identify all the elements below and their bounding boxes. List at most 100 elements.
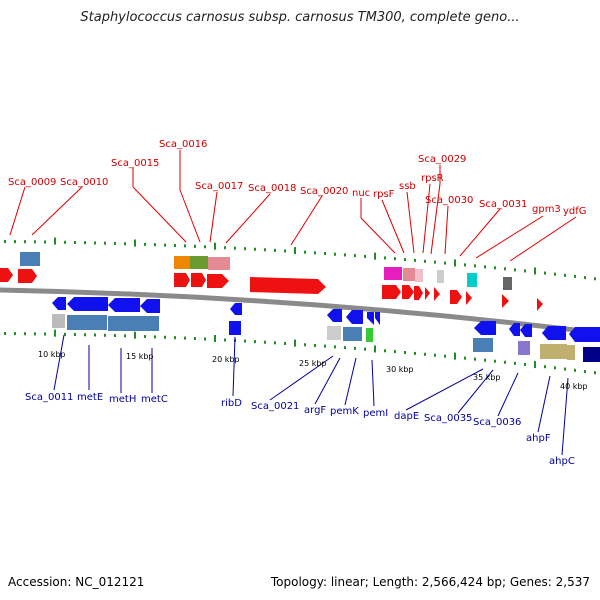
gene-arrow-forward[interactable] [18, 269, 37, 283]
feature-box[interactable] [108, 316, 159, 331]
gene-label[interactable]: metE [77, 392, 103, 403]
gene-label[interactable]: Sca_0021 [251, 401, 299, 412]
gene-label[interactable]: argF [304, 405, 326, 416]
gene-arrow-reverse[interactable] [230, 303, 242, 315]
gene-label[interactable]: rpsF [373, 189, 395, 200]
gene-label[interactable]: gpm3 [532, 204, 561, 215]
gene-arrow-reverse[interactable] [140, 299, 160, 313]
track-dot [444, 354, 446, 358]
feature-box[interactable] [327, 326, 341, 340]
gene-label[interactable]: Sca_0020 [300, 186, 348, 197]
track-dot [224, 338, 226, 342]
gene-arrow-reverse[interactable] [542, 326, 566, 340]
gene-label[interactable]: pemI [363, 408, 388, 419]
gene-label[interactable]: ahpF [526, 433, 551, 444]
track-dot [464, 356, 466, 360]
gene-arrow-forward[interactable] [191, 273, 206, 287]
gene-arrow-reverse[interactable] [375, 312, 380, 325]
gene-arrow-reverse[interactable] [108, 298, 140, 312]
gene-arrow-forward[interactable] [425, 287, 430, 300]
reverse-genes[interactable] [52, 297, 600, 342]
gene-arrow-forward[interactable] [382, 285, 401, 299]
gene-label[interactable]: ribD [221, 398, 242, 409]
gene-label[interactable]: Sca_0011 [25, 392, 73, 403]
gene-arrow-forward[interactable] [434, 287, 440, 301]
gene-label[interactable]: ahpC [549, 456, 575, 467]
gene-arrow-forward[interactable] [174, 273, 190, 287]
forward-feature-boxes[interactable] [20, 252, 512, 290]
feature-box[interactable] [503, 277, 512, 290]
gene-label[interactable]: rpsR [421, 173, 444, 184]
gene-label[interactable]: metH [109, 394, 136, 405]
track-dot [384, 256, 386, 260]
track-dot [504, 360, 506, 364]
gene-label[interactable]: nuc [352, 188, 370, 199]
feature-box[interactable] [437, 270, 444, 283]
gene-label[interactable]: dapE [394, 411, 419, 422]
feature-box[interactable] [518, 341, 530, 355]
feature-box[interactable] [384, 267, 402, 280]
gene-arrow-reverse[interactable] [67, 297, 108, 311]
track-dot [144, 242, 146, 246]
feature-box[interactable] [343, 327, 362, 341]
feature-box[interactable] [190, 256, 208, 269]
gene-block-reverse[interactable] [229, 321, 241, 335]
gene-arrow-forward[interactable] [466, 291, 472, 305]
scale-tick-label: 30 kbp [386, 365, 414, 374]
feature-box[interactable] [174, 256, 190, 269]
gene-arrow-reverse[interactable] [509, 323, 520, 336]
gene-label[interactable]: Sca_0036 [473, 417, 521, 428]
track-dot [474, 357, 476, 361]
track-dot [184, 336, 186, 340]
feature-box[interactable] [52, 314, 65, 328]
gene-label[interactable]: Sca_0035 [424, 413, 472, 424]
gene-label[interactable]: pemK [330, 406, 359, 417]
gene-arrow-reverse[interactable] [569, 327, 600, 342]
feature-box[interactable] [415, 269, 423, 282]
feature-box[interactable] [467, 273, 477, 287]
feature-box[interactable] [403, 268, 415, 281]
feature-box[interactable] [366, 328, 373, 342]
gene-arrow-reverse[interactable] [327, 309, 342, 322]
gene-label[interactable]: Sca_0030 [425, 195, 473, 206]
gene-label[interactable]: Sca_0017 [195, 181, 243, 192]
feature-box[interactable] [583, 347, 600, 362]
gene-label[interactable]: Sca_0029 [418, 154, 466, 165]
gene-label[interactable]: Sca_0009 [8, 177, 56, 188]
track-dot [524, 362, 526, 366]
feature-box[interactable] [540, 344, 567, 359]
gene-label[interactable]: Sca_0010 [60, 177, 108, 188]
gene-arrow-reverse[interactable] [474, 321, 496, 335]
gene-arrow-reverse[interactable] [52, 297, 66, 310]
gene-arrow-reverse[interactable] [367, 312, 374, 325]
gene-arrow-forward[interactable] [207, 274, 229, 288]
scale-tick-label: 40 kbp [560, 382, 588, 391]
feature-box[interactable] [567, 345, 575, 360]
track-dot [114, 241, 116, 245]
feature-box[interactable] [20, 252, 40, 266]
gene-arrow-forward[interactable] [0, 268, 13, 282]
feature-box[interactable] [208, 257, 230, 270]
gene-arrow-forward[interactable] [414, 286, 423, 300]
reverse-feature-boxes[interactable] [52, 314, 600, 362]
forward-genes[interactable] [0, 268, 543, 311]
track-dot [74, 333, 76, 337]
gene-arrow-reverse[interactable] [520, 324, 532, 337]
track-dot [104, 241, 106, 245]
gene-arrow-forward[interactable] [537, 298, 543, 311]
gene-label[interactable]: metC [141, 394, 168, 405]
gene-arrow-forward[interactable] [402, 285, 414, 299]
gene-label[interactable]: Sca_0015 [111, 158, 159, 169]
gene-arrow-reverse[interactable] [346, 310, 363, 324]
gene-label[interactable]: Sca_0018 [248, 183, 296, 194]
feature-box[interactable] [67, 315, 107, 330]
gene-label[interactable]: ssb [399, 181, 416, 192]
gene-label[interactable]: Sca_0031 [479, 199, 527, 210]
feature-box[interactable] [473, 338, 493, 352]
gene-arrow-forward[interactable] [502, 294, 509, 308]
gene-arrow-forward[interactable] [450, 290, 462, 304]
gene-label[interactable]: ydfG [563, 206, 587, 217]
gene-arrow-forward[interactable] [250, 277, 326, 294]
gene-label[interactable]: Sca_0016 [159, 139, 207, 150]
